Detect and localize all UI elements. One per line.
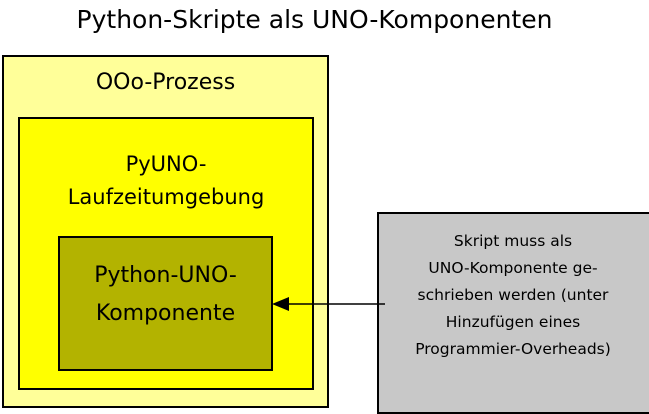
note-text-line-2: UNO-Komponente ge-: [428, 259, 598, 277]
pyuno-runtime-label-line-1: PyUNO-: [125, 152, 207, 176]
note-text: Skript muss als UNO-Komponente ge- schri…: [377, 228, 649, 363]
note-text-line-4: Hinzufügen eines: [445, 313, 581, 331]
ooo-process-label: OOo-Prozess: [95, 70, 236, 95]
note-text-line-5: Programmier-Overheads): [415, 340, 611, 358]
python-uno-component-box: [58, 236, 273, 371]
python-uno-component-label-line-2: Komponente: [95, 301, 236, 326]
page-title: Python-Skripte als UNO-Komponenten: [76, 5, 553, 34]
pyuno-runtime-label: PyUNO- Laufzeitumgebung: [18, 148, 314, 214]
note-text-line-1: Skript muss als: [453, 232, 573, 250]
python-uno-component-label: Python-UNO- Komponente: [58, 257, 273, 333]
python-uno-component-label-line-1: Python-UNO-: [94, 263, 237, 288]
note-to-component-arrow-icon: [272, 297, 385, 311]
pyuno-runtime-label-line-2: Laufzeitumgebung: [67, 185, 265, 209]
note-text-line-3: schrieben werden (unter: [417, 286, 609, 304]
